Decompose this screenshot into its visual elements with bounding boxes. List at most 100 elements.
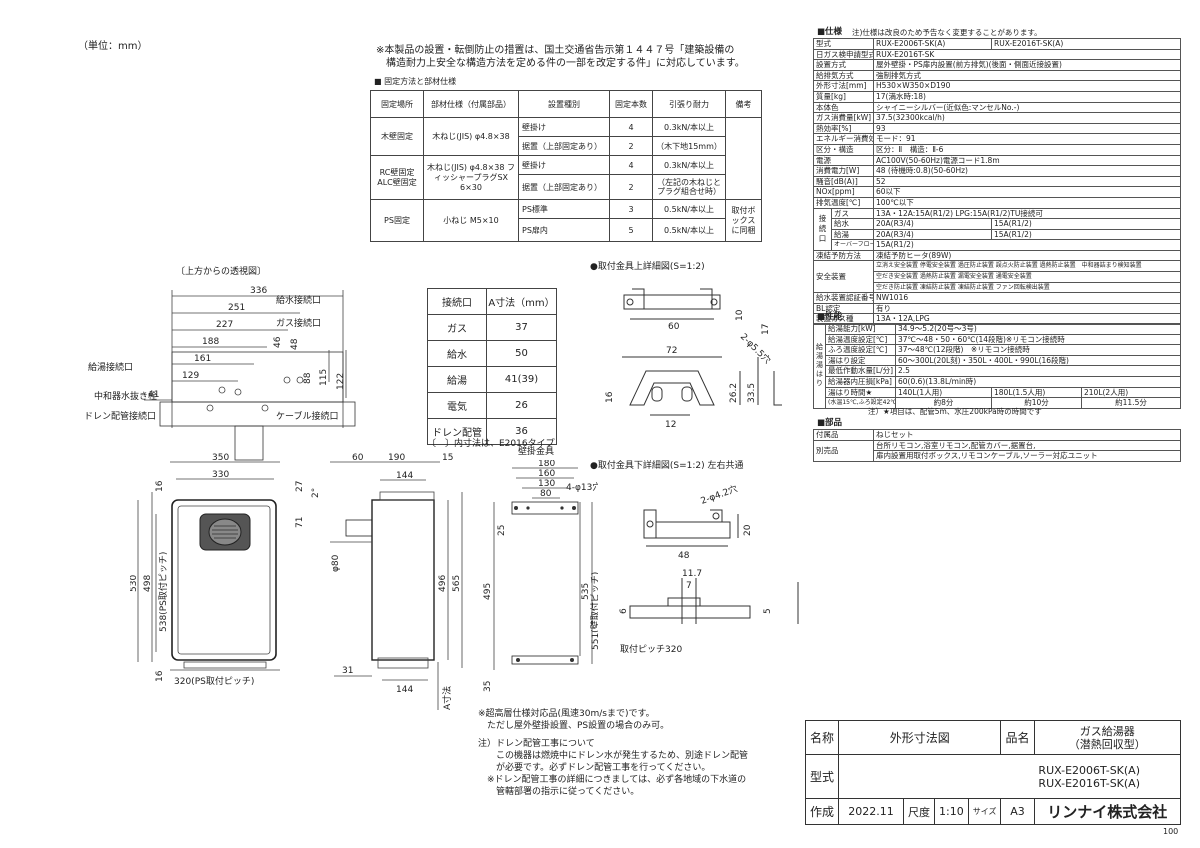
spec-key: 外形寸法[mm] xyxy=(813,80,874,92)
dim-label: 190 xyxy=(388,453,405,463)
dim-label: 565 xyxy=(452,575,462,592)
spec-val: 有り xyxy=(873,302,1181,315)
spec-key: 最低作動水量[L/分] xyxy=(825,365,896,377)
spec-key: 給湯 xyxy=(831,228,874,241)
spec-val: 180L(1.5人用) xyxy=(991,386,1082,399)
page-number: 100 xyxy=(1163,827,1179,836)
bottom-note: が必要です。必ずドレン配管工事を行ってください。 xyxy=(478,763,711,773)
dim-label: 5 xyxy=(763,608,773,614)
spec-key: 質量[kg] xyxy=(813,90,874,103)
spec-title: ■仕様 xyxy=(817,27,843,37)
spec-val: 48 (待機時:0.8)(50-60Hz) xyxy=(873,165,1181,177)
fix-cell: 4 xyxy=(609,117,653,137)
spec-val: 15A(R1/2) xyxy=(873,239,1181,251)
spec-val: 空だき安全装置 過熱防止装置 漏電安全装置 通電安全装置 xyxy=(873,271,1181,283)
fix-cell: （左記の木ねじと プラグ組合せ時） xyxy=(652,174,726,200)
dim-label: 350 xyxy=(212,453,229,463)
product-name-line1: ガス給湯器 xyxy=(1079,724,1135,738)
spec-key: 湯はり設定 xyxy=(825,354,896,367)
dim-label: 48 xyxy=(678,551,690,561)
dim-label: 227 xyxy=(216,320,233,330)
spec-title-note: 注)仕様は改良のため予告なく変更することがあります。 xyxy=(852,28,1042,37)
spec-val: シャイニーシルバー(近似色:マンセルNo.-) xyxy=(873,101,1181,114)
spec-key: 安全装置 xyxy=(813,260,874,294)
fix-cell: 据置（上部固定あり） xyxy=(518,136,610,156)
spec-val: 20A(R3/4) xyxy=(873,218,992,230)
bracket-top-drawing: 60 10 17 2-φ5.5穴 72 16 26.2 33.5 12 xyxy=(605,288,782,430)
title-block-model-value: RUX-E2006T-SK(A) RUX-E2016T-SK(A) xyxy=(838,754,1181,799)
spec-val: 区分：Ⅱ 構造：Ⅱ-6 xyxy=(873,143,1181,156)
bottom-note: ただし屋外壁掛設置、PS設置の場合のみ可。 xyxy=(478,721,670,731)
spec-val: RUX-E2016T-SK(A) xyxy=(991,38,1181,50)
spec-val: 台所リモコン,浴室リモコン,配管カバー,据置台, xyxy=(873,439,1181,452)
spec-key: NOx[ppm] xyxy=(813,186,874,198)
spec-key: ガス消費量[kW] xyxy=(813,112,874,124)
dim-label: 48 xyxy=(290,338,300,350)
fix-cell: 小ねじ M5×10 xyxy=(423,199,519,242)
title-block-model-label: 型式 xyxy=(804,754,840,799)
bottom-note: 管轄部署の指示に従ってください。 xyxy=(478,787,640,797)
spec-val: 60(0.6)(13.8L/min時) xyxy=(895,375,1181,388)
performance-title: ■性能 xyxy=(817,312,843,322)
fix-header: 備考 xyxy=(725,90,762,118)
dim-label: 46 xyxy=(273,336,283,348)
fix-cell: 2 xyxy=(609,136,653,156)
spec-key: 型式 xyxy=(813,38,874,50)
bottom-note: この機器は燃焼中にドレン水が発生するため、別途ドレン配管 xyxy=(478,751,749,761)
dim-label: A寸法 xyxy=(441,686,453,710)
fix-cell: RC壁固定 ALC壁固定 xyxy=(370,155,424,200)
spec-val: 100℃以下 xyxy=(873,196,1181,209)
spec-key: 給湯能力[kW] xyxy=(825,323,896,335)
dim-label: 130 xyxy=(538,479,555,489)
a-table-cell: 36 xyxy=(486,418,557,445)
fix-cell: 2 xyxy=(609,174,653,200)
spec-val: 210L(2人用) xyxy=(1081,386,1181,399)
model-line2: RUX-E2016T-SK(A) xyxy=(1038,776,1140,790)
a-table-header: A寸法（mm） xyxy=(486,288,557,315)
fix-table: 固定場所 部材仕様（付属部品） 設置種別 固定本数 引張り耐力 備考 木壁固定 … xyxy=(370,90,762,242)
fix-cell: 4 xyxy=(609,155,653,175)
spec-val: 20A(R3/4) xyxy=(873,228,992,241)
spec-val: RUX-E2016T-SK xyxy=(873,48,1181,61)
dim-label: 25 xyxy=(497,525,507,536)
fix-header: 固定本数 xyxy=(609,90,653,118)
bracket-bottom-title: ●取付金具下詳細図(S=1:2) 左右共通 xyxy=(590,461,744,471)
dim-label: 35 xyxy=(483,681,493,692)
dim-label: 11.7 xyxy=(682,569,702,579)
dim-label: 188 xyxy=(202,337,219,347)
bottom-note: ※ドレン配管工事の詳細につきましては、必ず各地域の下水道の xyxy=(478,775,747,785)
title-block-made-label: 作成 xyxy=(804,798,840,825)
spec-key: エネルギー消費効率[%] xyxy=(813,133,874,145)
fix-cell: （木下地15mm） xyxy=(652,136,726,156)
dim-label: 144 xyxy=(396,471,413,481)
spec-val: 空だき防止装置 凍結防止装置 凍結防止装置 ファン回転検出装置 xyxy=(873,281,1181,294)
bracket-bottom-drawing: 2-φ4.2穴 20 48 11.7 7 6 5 xyxy=(619,482,799,624)
fix-cell: 3 xyxy=(609,199,653,219)
top-view-title: 〔上方からの透視図〕 xyxy=(176,267,267,277)
spec-key: 本体色 xyxy=(813,101,874,114)
fix-cell: 0.5kN/本以上 xyxy=(652,218,726,242)
dim-label: 320(PS取付ピッチ) xyxy=(174,676,254,687)
a-table-cell: 50 xyxy=(486,340,557,367)
spec-val: 60以下 xyxy=(873,186,1181,198)
wall-bracket-title: 壁掛金具 xyxy=(518,447,555,457)
spec-key: 別売品 xyxy=(813,439,874,462)
title-block-scale-label: 尺度 xyxy=(903,798,936,825)
a-table-cell: ガス xyxy=(427,314,487,341)
dim-label: 144 xyxy=(396,685,413,695)
spec-key: オーバーフロー xyxy=(831,239,874,251)
dim-label: φ80 xyxy=(331,554,341,572)
unit-label: （単位：mm） xyxy=(78,41,148,52)
spec-key: 給湯器内圧損[kPa] xyxy=(825,375,896,388)
label-hot-water-outlet: 給湯接続口 xyxy=(88,363,134,373)
title-block-scale-value: 1:10 xyxy=(934,798,969,825)
spec-key: 給水装置認証番号 xyxy=(813,292,874,304)
spec-val: 13A・12A:15A(R1/2) LPG:15A(R1/2)TU接続可 xyxy=(873,207,1181,220)
title-block-size-value: A3 xyxy=(1000,798,1035,825)
bracket-top-title: ●取付金具上詳細図(S=1:2) xyxy=(590,262,705,272)
dim-label: 530 xyxy=(130,575,139,592)
fix-cell: 0.5kN/本以上 xyxy=(652,199,726,219)
dim-label: 180 xyxy=(538,460,555,469)
